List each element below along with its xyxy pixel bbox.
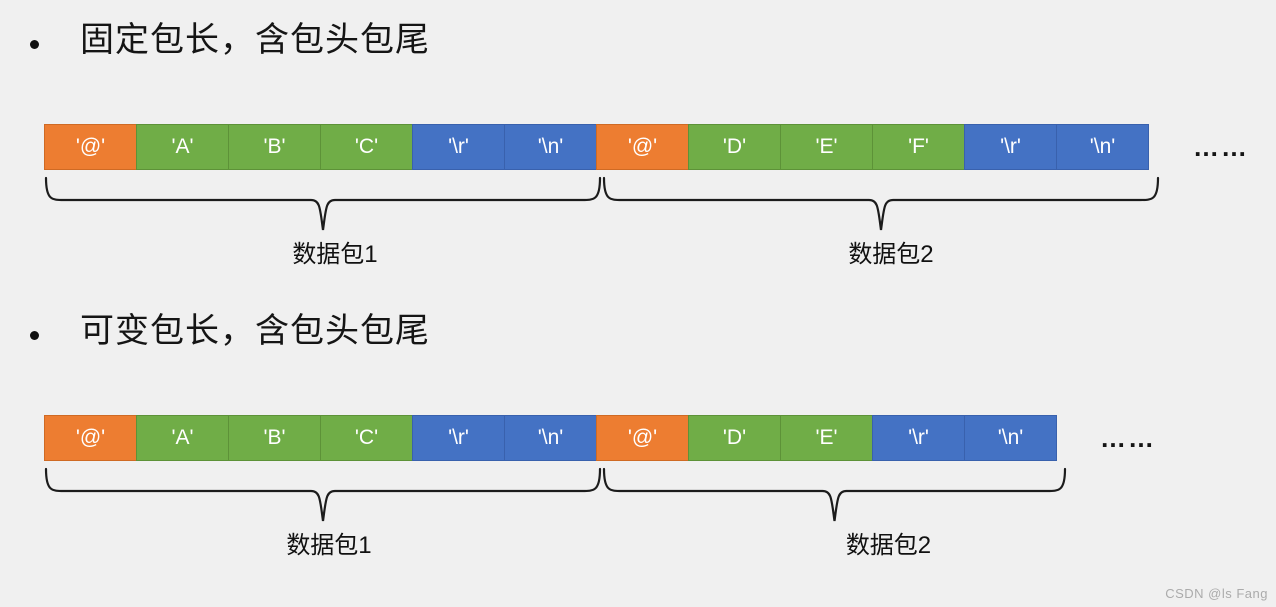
packet-label: 数据包1	[286, 532, 372, 559]
section-fixed-length: 固定包长，含包头包尾 '@''A''B''C''\r''\n''@''D''E'…	[0, 4, 1276, 296]
byte-cell-header: '@'	[44, 415, 137, 461]
byte-cell-tail: '\n'	[504, 124, 597, 170]
section-title: 固定包长，含包头包尾	[80, 21, 430, 59]
byte-cell-body: 'F'	[872, 124, 965, 170]
packet-label: 数据包1	[292, 241, 378, 268]
byte-cell-body: 'C'	[320, 415, 413, 461]
byte-cell-tail: '\n'	[1056, 124, 1149, 170]
underbrace	[602, 176, 1160, 231]
section-variable-length: 可变包长，含包头包尾 '@''A''B''C''\r''\n''@''D''E'…	[0, 295, 1276, 587]
byte-cell-tail: '\r'	[872, 415, 965, 461]
bullet-icon	[30, 331, 39, 340]
byte-cell-body: 'B'	[228, 124, 321, 170]
underbrace	[44, 467, 602, 522]
byte-cell-header: '@'	[44, 124, 137, 170]
brace-group	[44, 467, 1067, 522]
brace-group	[44, 176, 1160, 231]
byte-cell-body: 'D'	[688, 124, 781, 170]
byte-cell-header: '@'	[596, 415, 689, 461]
byte-row: '@''A''B''C''\r''\n''@''D''E''F''\r''\n'	[44, 124, 1149, 170]
underbrace	[44, 176, 602, 231]
byte-cell-tail: '\r'	[964, 124, 1057, 170]
packet-label: 数据包2	[845, 532, 932, 559]
byte-cell-body: 'E'	[780, 124, 873, 170]
byte-cell-body: 'A'	[136, 415, 229, 461]
byte-cell-body: 'E'	[780, 415, 873, 461]
byte-cell-tail: '\n'	[964, 415, 1057, 461]
section-title: 可变包长，含包头包尾	[80, 312, 430, 350]
byte-cell-tail: '\n'	[504, 415, 597, 461]
ellipsis-text: ……	[1100, 422, 1156, 453]
byte-cell-body: 'A'	[136, 124, 229, 170]
byte-cell-tail: '\r'	[412, 415, 505, 461]
ellipsis-text: ……	[1193, 131, 1249, 162]
byte-cell-body: 'D'	[688, 415, 781, 461]
packet-label: 数据包2	[848, 241, 934, 268]
bullet-icon	[30, 40, 39, 49]
byte-cell-body: 'C'	[320, 124, 413, 170]
watermark: CSDN @ls Fang	[1165, 586, 1268, 601]
byte-cell-header: '@'	[596, 124, 689, 170]
byte-cell-tail: '\r'	[412, 124, 505, 170]
underbrace	[602, 467, 1067, 522]
byte-cell-body: 'B'	[228, 415, 321, 461]
byte-row: '@''A''B''C''\r''\n''@''D''E''\r''\n'	[44, 415, 1057, 461]
